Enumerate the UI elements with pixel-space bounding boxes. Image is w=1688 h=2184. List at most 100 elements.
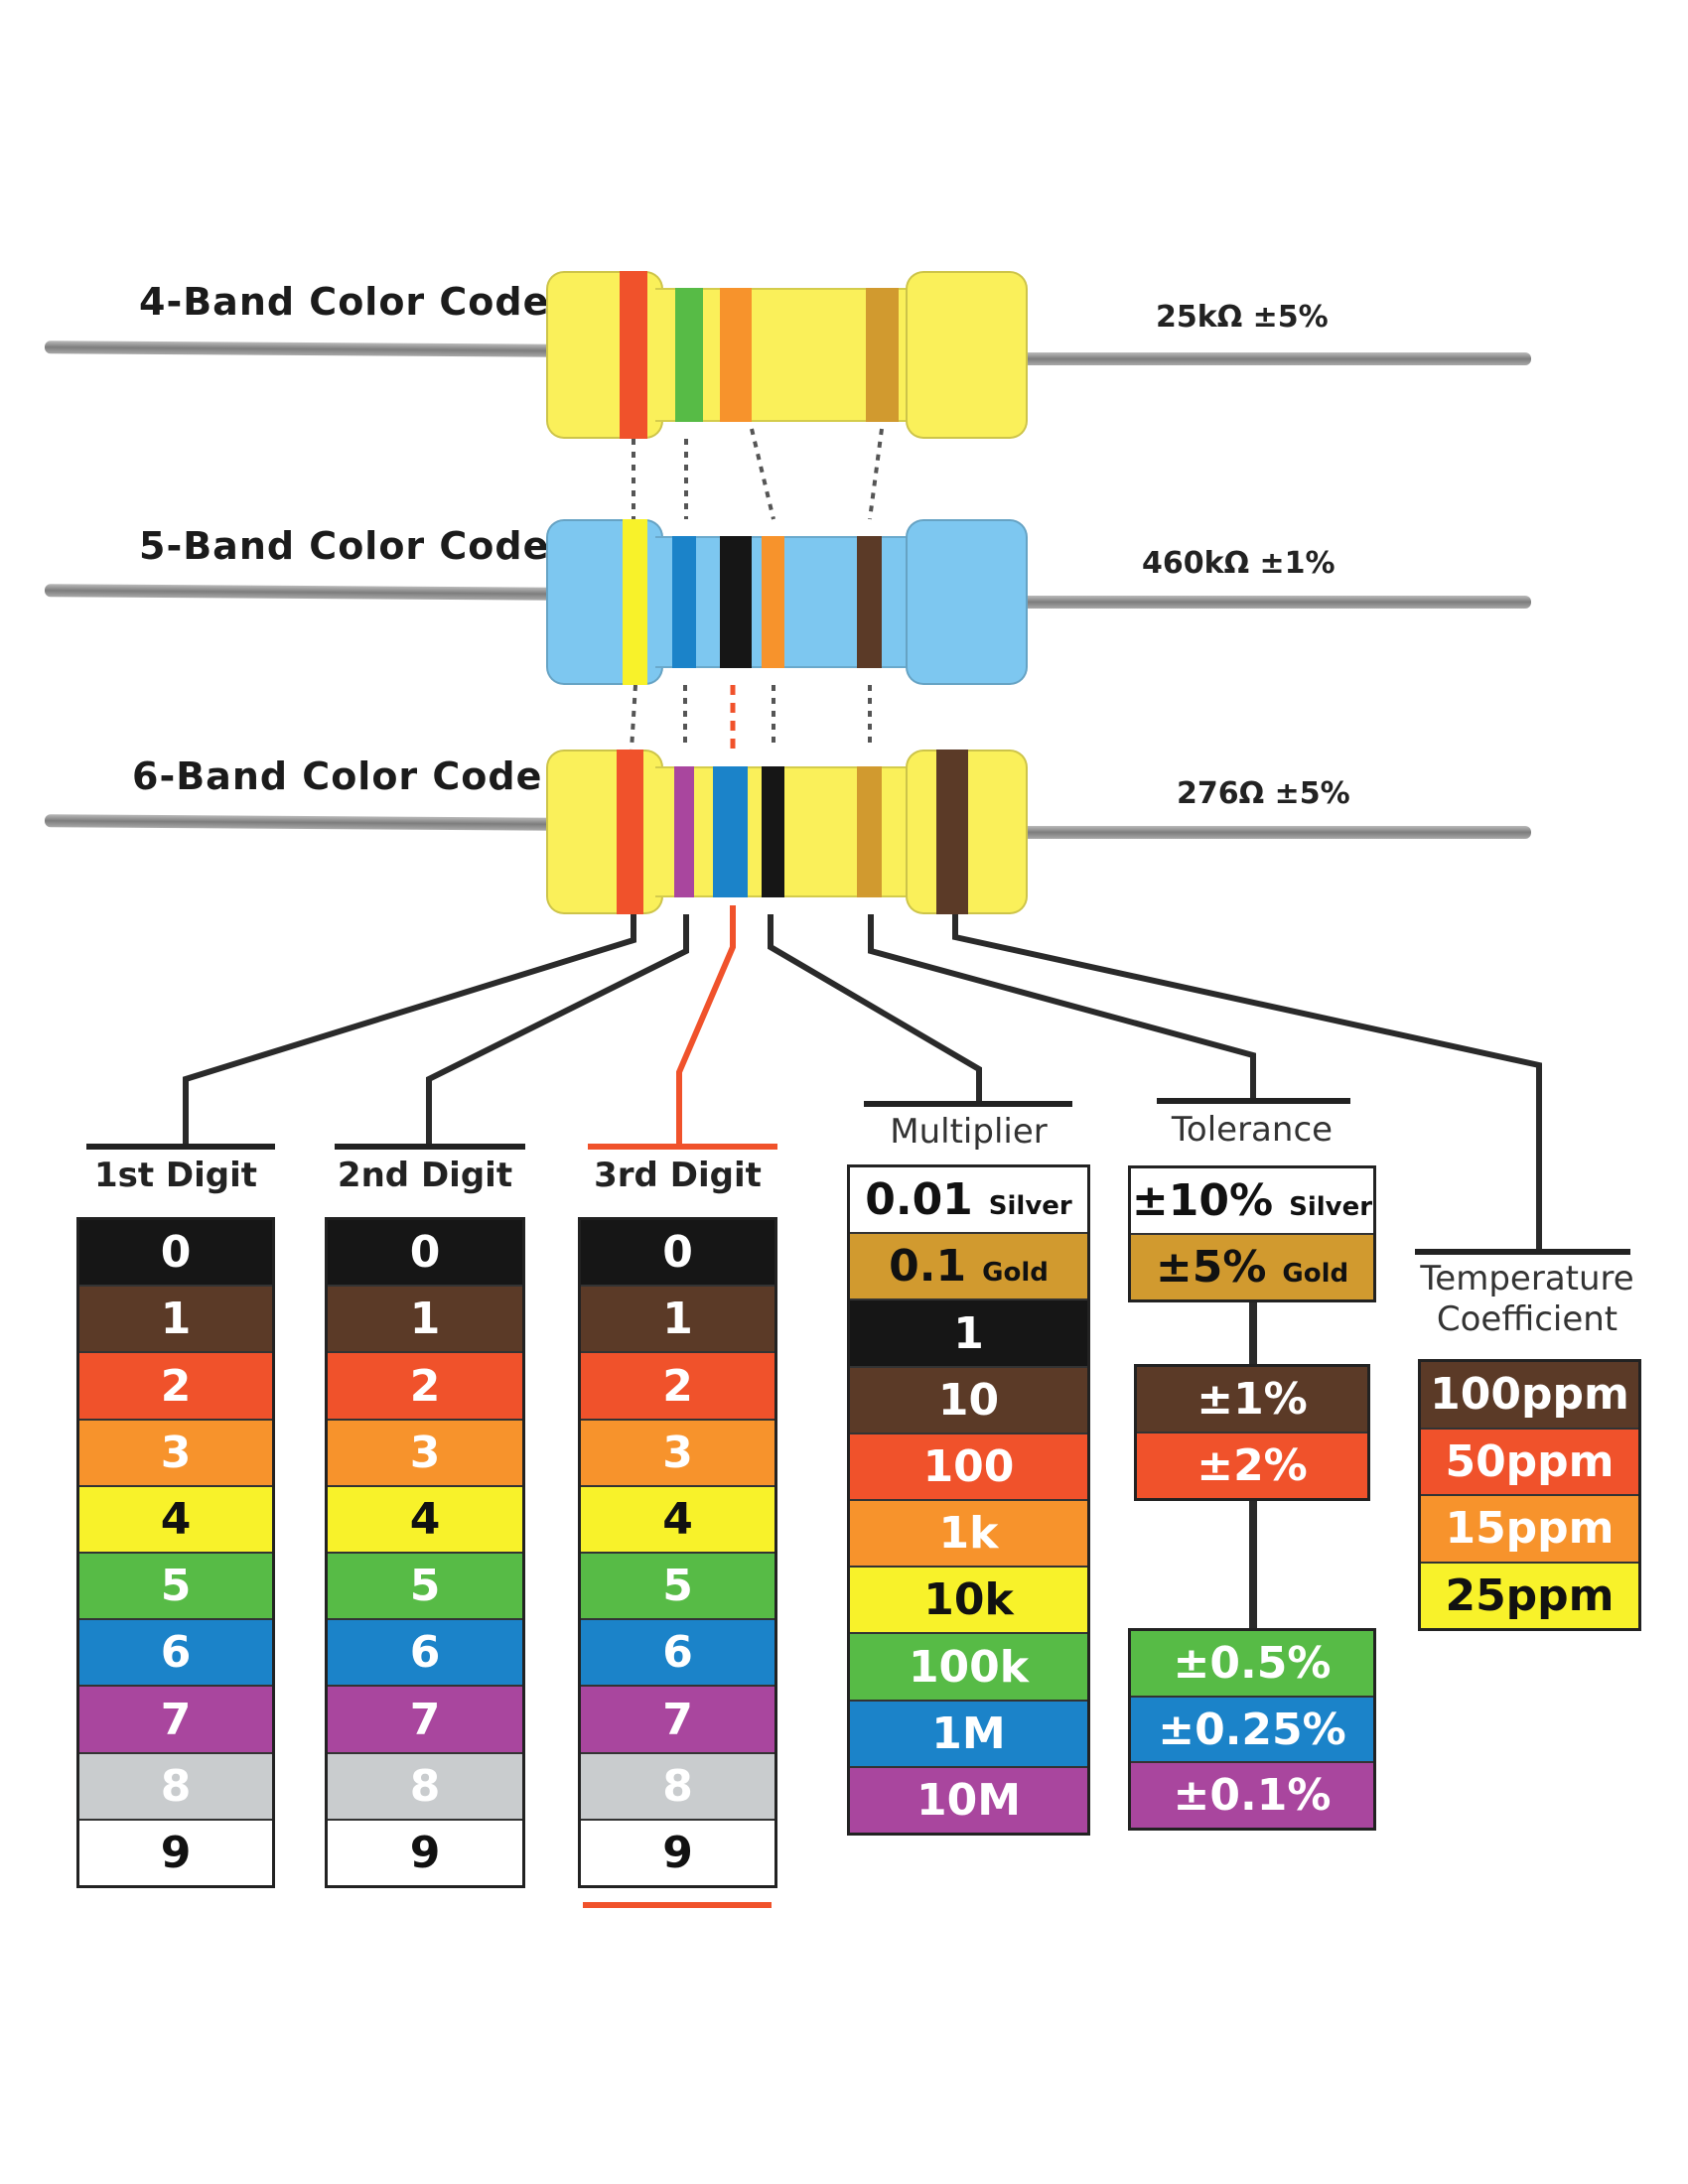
resistor-title: 6-Band Color Code	[132, 754, 543, 798]
color-band-blue	[713, 766, 748, 897]
row-value: 8	[160, 1760, 192, 1812]
row-color-name: Gold	[982, 1257, 1049, 1288]
row-color-name: Silver	[1289, 1191, 1373, 1222]
row-value: 0	[662, 1227, 693, 1279]
row-value: 0	[409, 1227, 441, 1279]
color-band-yellow	[623, 519, 647, 685]
color-band-blue	[672, 536, 696, 668]
lead-wire-right	[1013, 596, 1531, 609]
color-band-black	[762, 766, 784, 897]
header-rule	[1415, 1249, 1630, 1255]
color-row-green: 5	[581, 1554, 774, 1621]
header-rule	[86, 1144, 275, 1150]
color-band-brown	[857, 536, 882, 668]
row-value: 7	[409, 1694, 441, 1745]
row-value: 0.1	[889, 1241, 967, 1293]
row-color-name: Silver	[988, 1190, 1072, 1221]
row-value: 100ppm	[1430, 1369, 1629, 1421]
color-row-yellow: 4	[79, 1486, 272, 1555]
color-row-brown: 1	[79, 1287, 272, 1354]
color-row-black: 1	[850, 1300, 1087, 1368]
row-value: 1k	[938, 1508, 999, 1560]
color-row-violet: ±0.1%	[1131, 1763, 1373, 1829]
row-value: 1	[409, 1294, 441, 1345]
row-value: 6	[409, 1627, 441, 1679]
row-value: 2	[409, 1360, 441, 1412]
row-value: 8	[409, 1760, 441, 1812]
color-row-brown: 1	[581, 1287, 774, 1354]
resistor-body	[546, 750, 1028, 914]
row-value: 15ppm	[1445, 1503, 1615, 1555]
color-row-white: 9	[79, 1820, 272, 1886]
color-band-red	[617, 750, 643, 914]
color-row-white: 9	[581, 1820, 774, 1886]
end-cap-right	[906, 271, 1028, 439]
color-row-brown: ±1%	[1137, 1367, 1367, 1433]
row-value: 2	[662, 1360, 693, 1412]
lead-wire-right	[1013, 826, 1531, 839]
multiplier-label: Multiplier	[890, 1112, 1048, 1152]
row-value: 10M	[915, 1774, 1021, 1826]
row-value: ±0.5%	[1173, 1637, 1332, 1689]
row-value: 4	[409, 1493, 441, 1545]
color-row-yellow: 10k	[850, 1568, 1087, 1635]
color-row-violet: 7	[581, 1687, 774, 1754]
color-row-red: 100	[850, 1433, 1087, 1502]
color-row-green: 100k	[850, 1634, 1087, 1702]
color-row-orange: 3	[79, 1420, 272, 1487]
color-row-white: 9	[328, 1820, 522, 1886]
row-value: 0.01	[865, 1174, 973, 1226]
row-value: 6	[160, 1627, 192, 1679]
color-row-orange: 3	[328, 1420, 522, 1487]
digit-table-3: 0 1 2 3 4 5 6 7 8 9	[578, 1217, 777, 1888]
color-row-black: 0	[79, 1220, 272, 1288]
row-value: 3	[662, 1427, 693, 1478]
color-row-blue: ±0.25%	[1131, 1697, 1373, 1764]
row-value: 10k	[923, 1574, 1014, 1626]
row-value: ±10%	[1131, 1175, 1274, 1226]
row-value: 50ppm	[1445, 1435, 1615, 1487]
row-value: 1	[953, 1307, 984, 1359]
header-rule	[1157, 1098, 1350, 1104]
color-row-violet: 7	[328, 1687, 522, 1754]
color-row-silver: ±10% Silver	[1131, 1168, 1373, 1235]
row-value: 9	[409, 1827, 441, 1878]
tolerance-group-3: ±0.5% ±0.25%±0.1%	[1128, 1628, 1376, 1831]
color-band-brown	[936, 750, 968, 914]
color-row-brown: 100ppm	[1421, 1362, 1638, 1430]
row-value: 100	[922, 1440, 1015, 1492]
temperature-coefficient-table: 100ppm 50ppm 15ppm 25ppm	[1418, 1359, 1641, 1631]
color-row-green: 5	[79, 1554, 272, 1621]
color-band-gold	[866, 288, 899, 422]
row-value: 8	[662, 1760, 693, 1812]
temperature-label-line1: Temperature	[1420, 1259, 1634, 1298]
row-value: 100k	[908, 1641, 1030, 1693]
row-value: 9	[160, 1827, 192, 1878]
color-row-blue: 1M	[850, 1701, 1087, 1768]
color-band-orange	[720, 288, 752, 422]
row-value: 5	[409, 1561, 441, 1612]
row-value: 4	[662, 1493, 693, 1545]
color-row-red: ±2%	[1137, 1433, 1367, 1498]
row-value: 2	[160, 1360, 192, 1412]
color-row-gray: 8	[328, 1753, 522, 1821]
digit-table-2: 0 1 2 3 4 5 6 7 8 9	[325, 1217, 525, 1888]
color-row-yellow: 4	[581, 1486, 774, 1555]
header-rule	[335, 1144, 525, 1150]
row-value: 6	[662, 1627, 693, 1679]
color-band-violet	[674, 766, 694, 897]
color-band-black	[720, 536, 752, 668]
row-value: 3	[409, 1427, 441, 1478]
header-rule	[588, 1144, 777, 1150]
color-row-gray: 8	[581, 1753, 774, 1821]
row-value: 7	[662, 1694, 693, 1745]
row-value: 9	[662, 1827, 693, 1878]
color-row-yellow: 25ppm	[1421, 1563, 1638, 1628]
resistor-body	[546, 271, 1028, 439]
color-row-red: 2	[79, 1353, 272, 1421]
color-row-gold: 0.1 Gold	[850, 1234, 1087, 1301]
tolerance-group-2: ±1%±2%	[1134, 1364, 1370, 1501]
color-row-yellow: 4	[328, 1486, 522, 1555]
